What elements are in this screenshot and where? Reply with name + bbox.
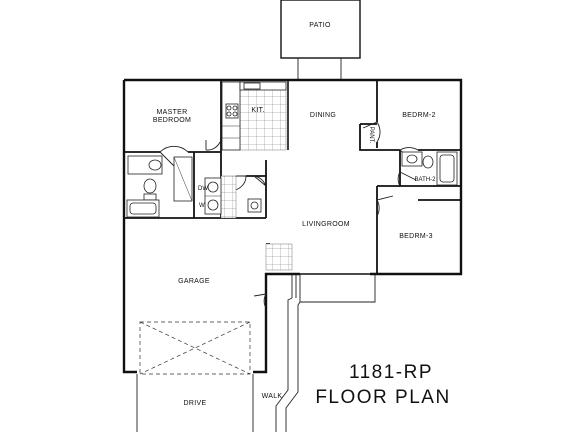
plan-title: FLOOR PLAN (315, 387, 450, 408)
garage-label: GARAGE (178, 278, 210, 285)
dryer-label: DW (198, 186, 208, 192)
plan-number: 1181-RP (349, 362, 433, 383)
bedroom2-label: BEDRM-2 (402, 112, 436, 119)
livingroom-label: LIVINGROOM (302, 221, 350, 228)
patio: PATIO (280, 0, 361, 59)
master-bedroom-label-2: BEDROOM (153, 117, 191, 124)
kitchen-fixtures (221, 81, 287, 151)
kitchen-tile-floor (220, 85, 293, 271)
dining-label: DINING (310, 112, 336, 119)
kitchen-label: KIT. (251, 107, 264, 114)
master-bath-fixtures (126, 155, 193, 218)
drive-label: DRIVE (184, 400, 207, 407)
bath2-fixtures (401, 151, 458, 186)
pantry-label: PANT. (368, 127, 374, 144)
laundry-fixtures: DW W (198, 177, 262, 215)
bedroom3-label: BEDRM-3 (399, 233, 433, 240)
washer-label: W (199, 203, 205, 209)
master-bedroom-label-1: MASTER (157, 109, 188, 116)
garage-door-outline (139, 321, 251, 375)
walkway (275, 274, 376, 432)
driveway-lines (136, 374, 254, 432)
walk-label: WALK (262, 393, 283, 400)
exterior-walls (122, 78, 463, 374)
bath2-label: BATH-2 (415, 177, 437, 183)
interior-walls (124, 80, 461, 275)
patio-label: PATIO (309, 22, 331, 29)
